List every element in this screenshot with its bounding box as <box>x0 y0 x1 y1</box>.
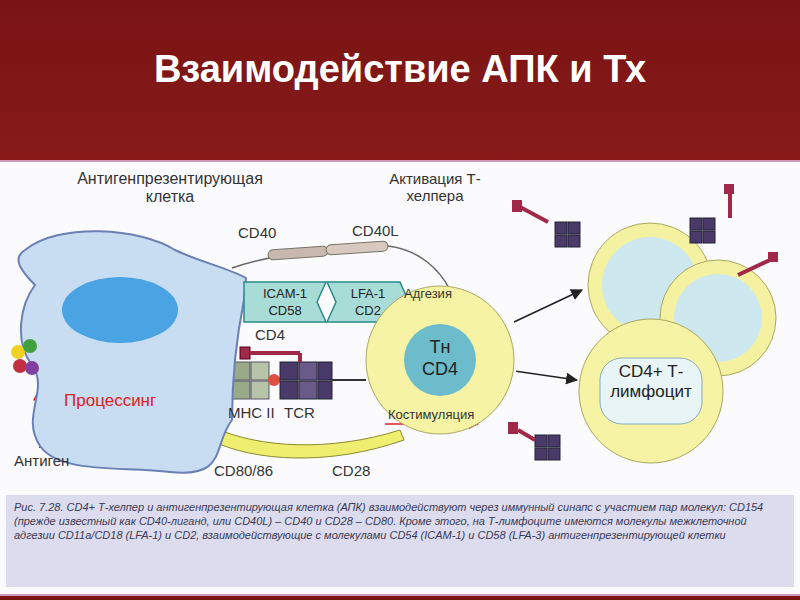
cd4-t-lymphocyte: CD4+ Т-лимфоцит <box>578 318 724 464</box>
process-label: Активация Т-хелпера <box>380 170 490 204</box>
figure-caption: Рис. 7.28. CD4+ Т-хелпер и антигенпрезен… <box>14 500 784 542</box>
molecule-label: CD40 <box>238 224 276 241</box>
molecule-label: CD80/86 <box>214 462 273 479</box>
node-text: Антигенпрезентирующая клетка <box>60 170 280 206</box>
molecule-label: MHC II <box>228 404 275 421</box>
antigen-presenting-cell: Антигенпрезентирующая клетка <box>5 168 305 483</box>
node-text: CD4+ Т-лимфоцит <box>604 362 698 402</box>
antigen-label: Антиген <box>14 452 69 469</box>
slide-title: Взаимодействие АПК и Тх <box>0 48 800 91</box>
process-label: Процессинг <box>64 392 156 409</box>
node-text: Тн <box>365 336 515 358</box>
process-label: Адгезия <box>404 285 452 302</box>
node-text: CD58 <box>243 302 327 319</box>
arrow-connector <box>516 371 577 380</box>
molecule-label: CD28 <box>332 462 370 479</box>
node-outline <box>5 168 305 483</box>
molecule-label: CD40L <box>352 222 399 239</box>
process-label: Костимуляция <box>388 406 474 423</box>
node-text: CD4 <box>365 358 515 380</box>
molecule-label: CD4 <box>255 326 285 343</box>
molecule-label: TCR <box>284 404 315 421</box>
node-text: ICAM-1 <box>243 285 327 302</box>
adhesion-molecule-box: ICAM-1CD58 <box>243 281 327 323</box>
